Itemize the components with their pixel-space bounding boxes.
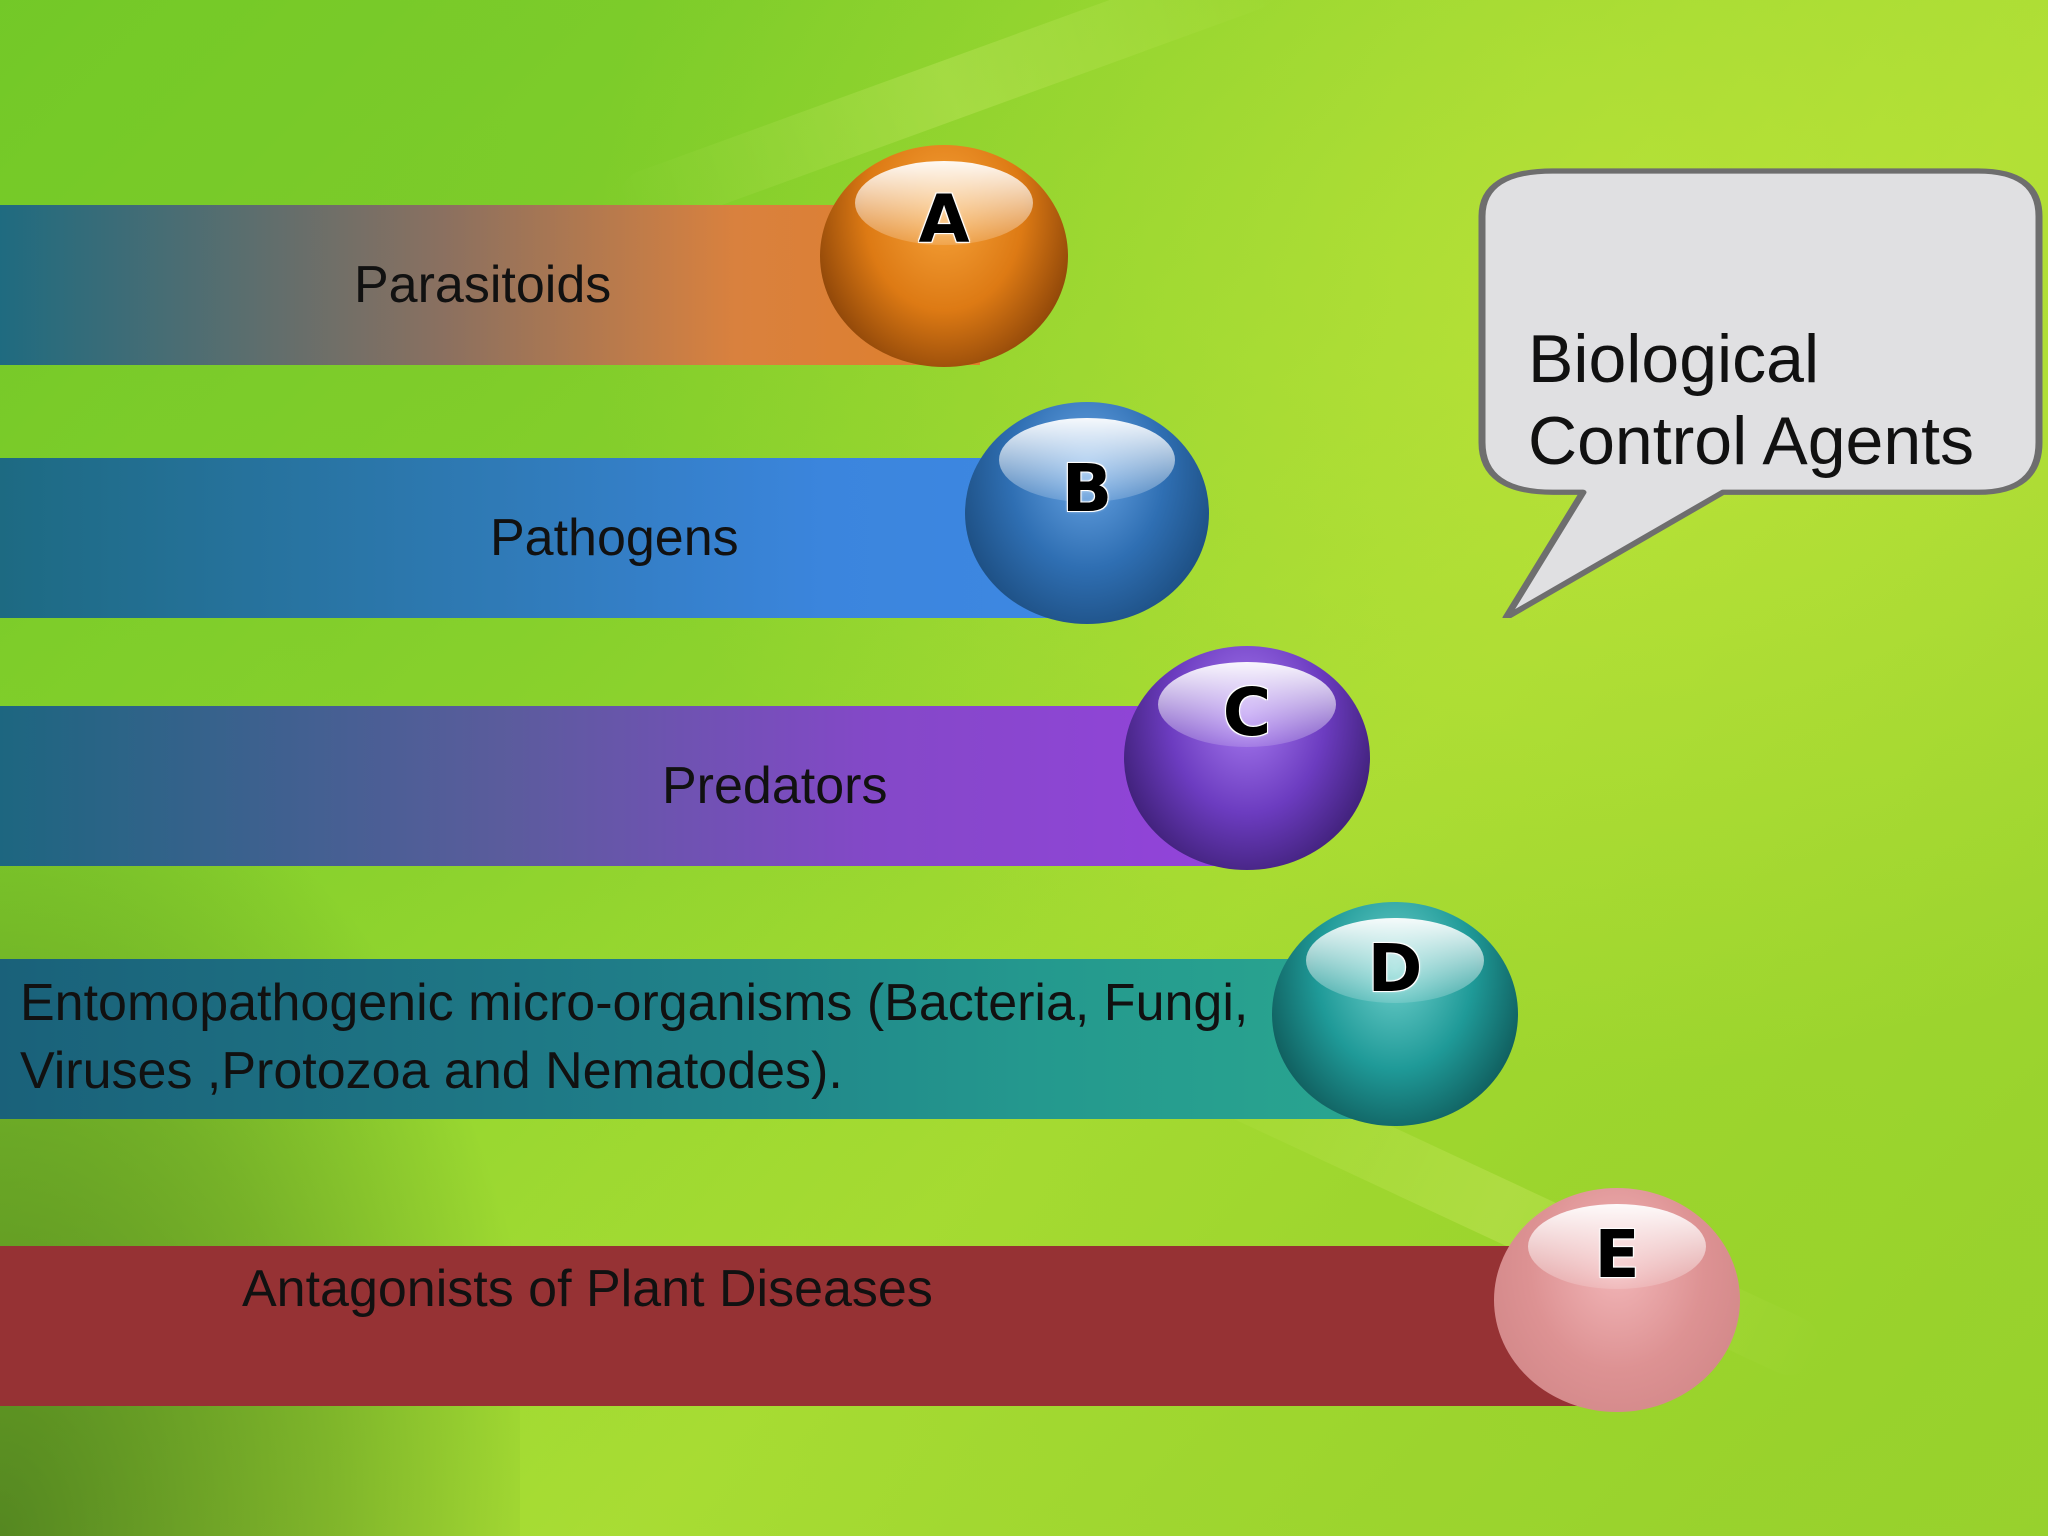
ball-letter-d: D [1367, 930, 1423, 1007]
ball-letter-b: B [1061, 450, 1113, 527]
ball-d: D [1272, 902, 1518, 1126]
bar-label-entomopathogenic: Entomopathogenic micro-organisms (Bacter… [20, 974, 1249, 1100]
bar-pathogens: Pathogens [0, 458, 1100, 618]
ball-e: E [1494, 1188, 1740, 1412]
bar-label-parasitoids: Parasitoids [354, 256, 612, 314]
ball-letter-c: C [1222, 674, 1272, 751]
bar-label-predators: Predators [662, 757, 888, 815]
bar-entomopathogenic: Entomopathogenic micro-organisms (Bacter… [0, 959, 1390, 1119]
callout-title: Biological Control Agents [1528, 321, 1975, 479]
ball-letter-e: E [1594, 1216, 1640, 1293]
ball-letter-a: A [918, 181, 970, 258]
bar-label-antagonists: Antagonists of Plant Diseases [242, 1260, 933, 1318]
bar-antagonists: Antagonists of Plant Diseases [0, 1246, 1600, 1406]
bar-label-pathogens: Pathogens [490, 509, 739, 567]
ball-c: C [1124, 646, 1370, 870]
background-shadow [0, 776, 520, 1536]
bar-parasitoids: Parasitoids [0, 205, 980, 365]
ball-a: A [820, 145, 1068, 367]
ball-b: B [965, 402, 1209, 624]
bar-predators: Predators [0, 706, 1250, 866]
